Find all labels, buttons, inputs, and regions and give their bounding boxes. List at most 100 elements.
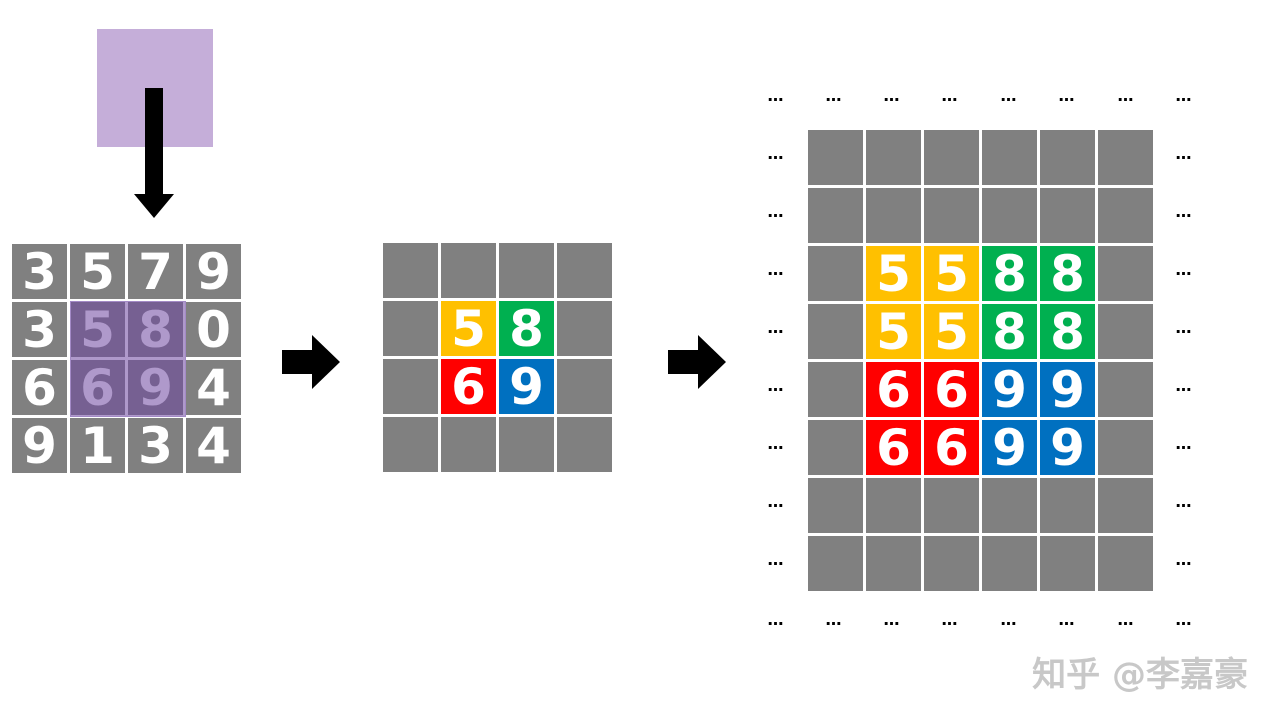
pooling-window-highlight (70, 301, 186, 417)
upsampled-value-cell: 6 (924, 362, 979, 417)
upsampled-empty-cell (1040, 478, 1095, 533)
ellipsis-marker: … (767, 610, 785, 629)
upsampled-empty-cell (1098, 362, 1153, 417)
ellipsis-marker: … (767, 86, 785, 105)
down-arrow (134, 88, 174, 218)
right-arrow-2 (668, 335, 726, 389)
ellipsis-marker: … (1175, 492, 1193, 511)
ellipsis-marker: … (1058, 610, 1076, 629)
upsampled-value-cell: 9 (982, 362, 1037, 417)
ellipsis-marker: … (1000, 86, 1018, 105)
upsampled-empty-cell (808, 188, 863, 243)
input-cell: 6 (12, 360, 67, 415)
upsampled-empty-cell (808, 362, 863, 417)
upsampled-value-cell: 5 (866, 304, 921, 359)
ellipsis-marker: … (1175, 434, 1193, 453)
upsampled-empty-cell (808, 478, 863, 533)
ellipsis-marker: … (1175, 376, 1193, 395)
upsampled-empty-cell (866, 478, 921, 533)
upsampled-empty-cell (1098, 478, 1153, 533)
ellipsis-marker: … (1117, 86, 1135, 105)
upsampled-value-cell: 5 (924, 304, 979, 359)
ellipsis-marker: … (767, 318, 785, 337)
pooled-empty-cell (441, 417, 496, 472)
upsampled-empty-cell (866, 130, 921, 185)
ellipsis-marker: … (941, 610, 959, 629)
upsampled-empty-cell (808, 246, 863, 301)
upsampled-empty-cell (982, 478, 1037, 533)
upsampled-empty-cell (1040, 536, 1095, 591)
input-cell: 3 (128, 418, 183, 473)
ellipsis-marker: … (767, 202, 785, 221)
ellipsis-marker: … (767, 144, 785, 163)
upsampled-empty-cell (1098, 420, 1153, 475)
pooled-empty-cell (499, 243, 554, 298)
input-cell: 9 (12, 418, 67, 473)
ellipsis-marker: … (767, 550, 785, 569)
ellipsis-marker: … (1117, 610, 1135, 629)
upsampled-empty-cell (1098, 536, 1153, 591)
watermark: 知乎 @李嘉豪 (1032, 655, 1248, 695)
upsampled-value-cell: 9 (982, 420, 1037, 475)
pooled-empty-cell (557, 359, 612, 414)
ellipsis-marker: … (1175, 610, 1193, 629)
upsampled-value-cell: 6 (924, 420, 979, 475)
upsampled-empty-cell (808, 420, 863, 475)
ellipsis-marker: … (767, 376, 785, 395)
upsampled-value-cell: 8 (982, 246, 1037, 301)
ellipsis-marker: … (883, 86, 901, 105)
upsampled-value-cell: 6 (866, 362, 921, 417)
pooled-empty-cell (383, 359, 438, 414)
upsampled-empty-cell (808, 536, 863, 591)
upsampled-empty-cell (808, 304, 863, 359)
ellipsis-marker: … (1175, 86, 1193, 105)
upsampled-empty-cell (1098, 188, 1153, 243)
ellipsis-marker: … (1175, 550, 1193, 569)
upsampled-value-cell: 8 (1040, 304, 1095, 359)
pooled-value-cell: 5 (441, 301, 496, 356)
ellipsis-marker: … (767, 434, 785, 453)
input-cell: 3 (12, 244, 67, 299)
upsampled-empty-cell (982, 130, 1037, 185)
upsampled-empty-cell (924, 536, 979, 591)
input-cell: 3 (12, 302, 67, 357)
pooled-empty-cell (383, 243, 438, 298)
ellipsis-marker: … (825, 610, 843, 629)
ellipsis-marker: … (941, 86, 959, 105)
upsampled-empty-cell (982, 536, 1037, 591)
upsampled-empty-cell (924, 188, 979, 243)
upsampled-value-cell: 8 (982, 304, 1037, 359)
pooled-empty-cell (383, 417, 438, 472)
upsampled-empty-cell (924, 130, 979, 185)
upsampled-value-cell: 9 (1040, 420, 1095, 475)
pooled-empty-cell (499, 417, 554, 472)
pooled-value-cell: 6 (441, 359, 496, 414)
input-cell: 7 (128, 244, 183, 299)
upsampled-empty-cell (866, 188, 921, 243)
pooled-value-cell: 8 (499, 301, 554, 356)
ellipsis-marker: … (1058, 86, 1076, 105)
ellipsis-marker: … (767, 492, 785, 511)
pooled-empty-cell (441, 243, 496, 298)
upsampled-value-cell: 5 (924, 246, 979, 301)
upsampled-empty-cell (924, 478, 979, 533)
ellipsis-marker: … (767, 260, 785, 279)
pooled-empty-cell (557, 301, 612, 356)
input-cell: 5 (70, 244, 125, 299)
upsampled-empty-cell (808, 130, 863, 185)
ellipsis-marker: … (1175, 202, 1193, 221)
ellipsis-marker: … (1000, 610, 1018, 629)
upsampled-value-cell: 5 (866, 246, 921, 301)
input-cell: 0 (186, 302, 241, 357)
upsampled-empty-cell (1040, 130, 1095, 185)
upsampled-empty-cell (866, 536, 921, 591)
upsampled-value-cell: 9 (1040, 362, 1095, 417)
upsampled-empty-cell (1098, 304, 1153, 359)
input-cell: 9 (186, 244, 241, 299)
pooled-value-cell: 9 (499, 359, 554, 414)
upsampled-empty-cell (1040, 188, 1095, 243)
ellipsis-marker: … (1175, 260, 1193, 279)
pooled-empty-cell (557, 417, 612, 472)
upsampled-empty-cell (982, 188, 1037, 243)
upsampled-value-cell: 8 (1040, 246, 1095, 301)
